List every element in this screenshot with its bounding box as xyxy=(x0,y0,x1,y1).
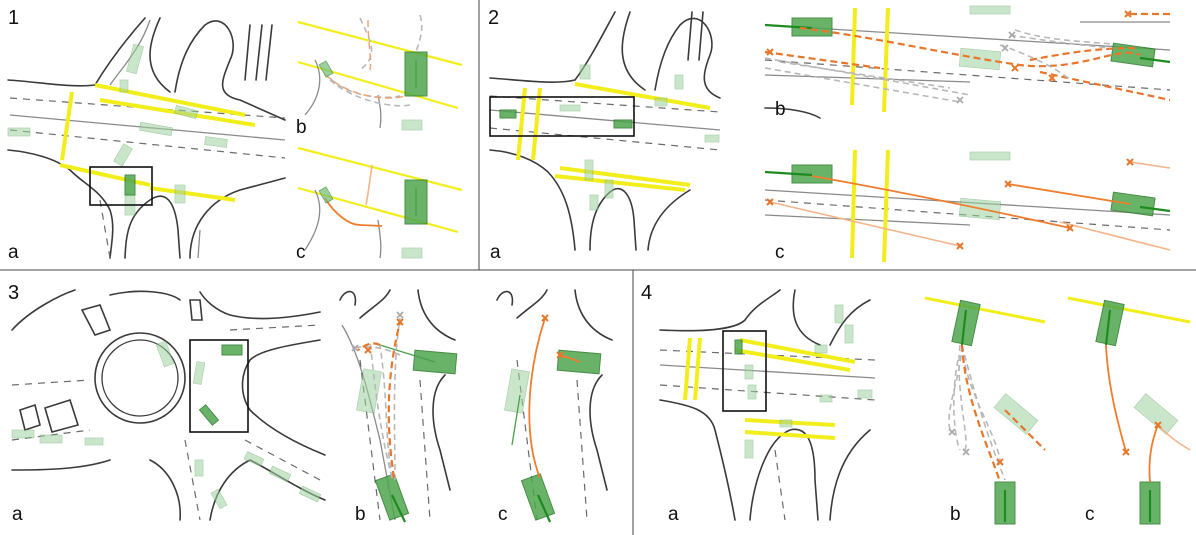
panel-2c-label: c xyxy=(775,242,785,263)
zoom-box-3 xyxy=(189,339,249,433)
panel-3-number: 3 xyxy=(8,282,20,304)
panel-1-number: 1 xyxy=(8,7,20,29)
panel-4-number: 4 xyxy=(641,282,653,304)
zoom-box-2 xyxy=(489,96,635,137)
zoom-box-4 xyxy=(722,330,767,412)
panel-3a-map xyxy=(11,289,326,521)
panel-4b-zoom xyxy=(924,296,1046,525)
panel-3b-label: b xyxy=(355,504,366,525)
panel-4c-zoom xyxy=(1067,296,1191,525)
panel-1a-map xyxy=(7,17,286,259)
panel-3b-zoom xyxy=(339,289,458,523)
panel-1a-label: a xyxy=(8,242,19,263)
panel-3c-zoom xyxy=(496,289,613,523)
panel-1b-label: b xyxy=(296,117,307,138)
panel-2-number: 2 xyxy=(488,7,500,29)
panel-3a-label: a xyxy=(12,504,23,525)
panel-4a-label: a xyxy=(668,504,679,525)
panel-2c-zoom xyxy=(764,149,1171,263)
panel-4c-label: c xyxy=(1085,504,1095,525)
panel-2a-label: a xyxy=(490,242,501,263)
panel-2b-label: b xyxy=(775,99,786,120)
panel-2a-map xyxy=(489,11,721,251)
panel-4a-map xyxy=(659,289,876,521)
panel-4b-label: b xyxy=(950,504,961,525)
panel-1c-label: c xyxy=(296,242,306,263)
panel-3c-label: c xyxy=(498,504,508,525)
zoom-box-1 xyxy=(89,166,153,206)
panel-2b-zoom xyxy=(764,5,1171,119)
panel-1c-zoom xyxy=(297,146,463,259)
panel-1b-zoom xyxy=(297,14,463,131)
